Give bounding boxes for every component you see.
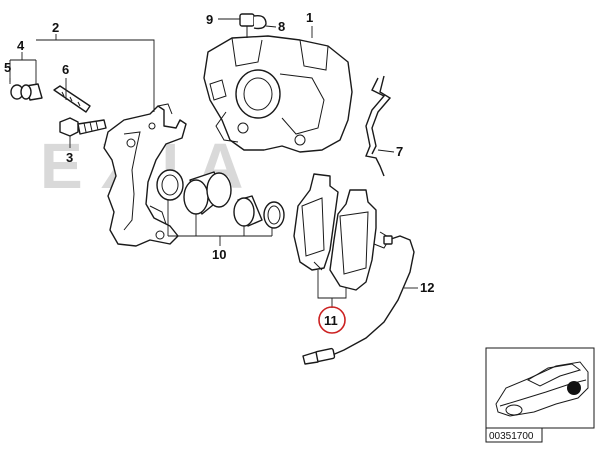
callout-11: 11	[324, 313, 338, 328]
caliper-housing	[203, 35, 353, 153]
callout-8: 8	[278, 19, 285, 34]
caliper-carrier	[103, 103, 187, 247]
callout-12: 12	[420, 280, 434, 295]
wear-sensor	[302, 235, 418, 365]
guide-bushing	[10, 83, 43, 101]
callout-4: 4	[17, 38, 25, 53]
callout-5: 5	[4, 60, 11, 75]
brake-pad-outer	[329, 189, 391, 291]
brake-pad-inner	[293, 173, 339, 271]
reference-number: 00351700	[489, 431, 534, 442]
callout-3: 3	[66, 150, 73, 165]
anti-rattle-spring	[365, 75, 395, 177]
callout-6: 6	[62, 62, 69, 77]
guide-pin	[53, 85, 91, 113]
callout-1: 1	[306, 10, 313, 25]
mounting-bolt	[59, 117, 107, 137]
vehicle-locator-inset: 00351700	[485, 347, 595, 443]
callout-7: 7	[396, 144, 403, 159]
piston-kit	[156, 169, 285, 229]
callout-10: 10	[212, 247, 226, 262]
callout-2: 2	[52, 20, 59, 35]
callouts: 1 2 3 4 5 6 7 8 9 10 11 12	[4, 10, 434, 334]
leader-lines	[9, 26, 347, 308]
bleed-screw	[218, 13, 277, 38]
callout-9: 9	[206, 12, 213, 27]
highlight-circle-11	[318, 306, 346, 334]
